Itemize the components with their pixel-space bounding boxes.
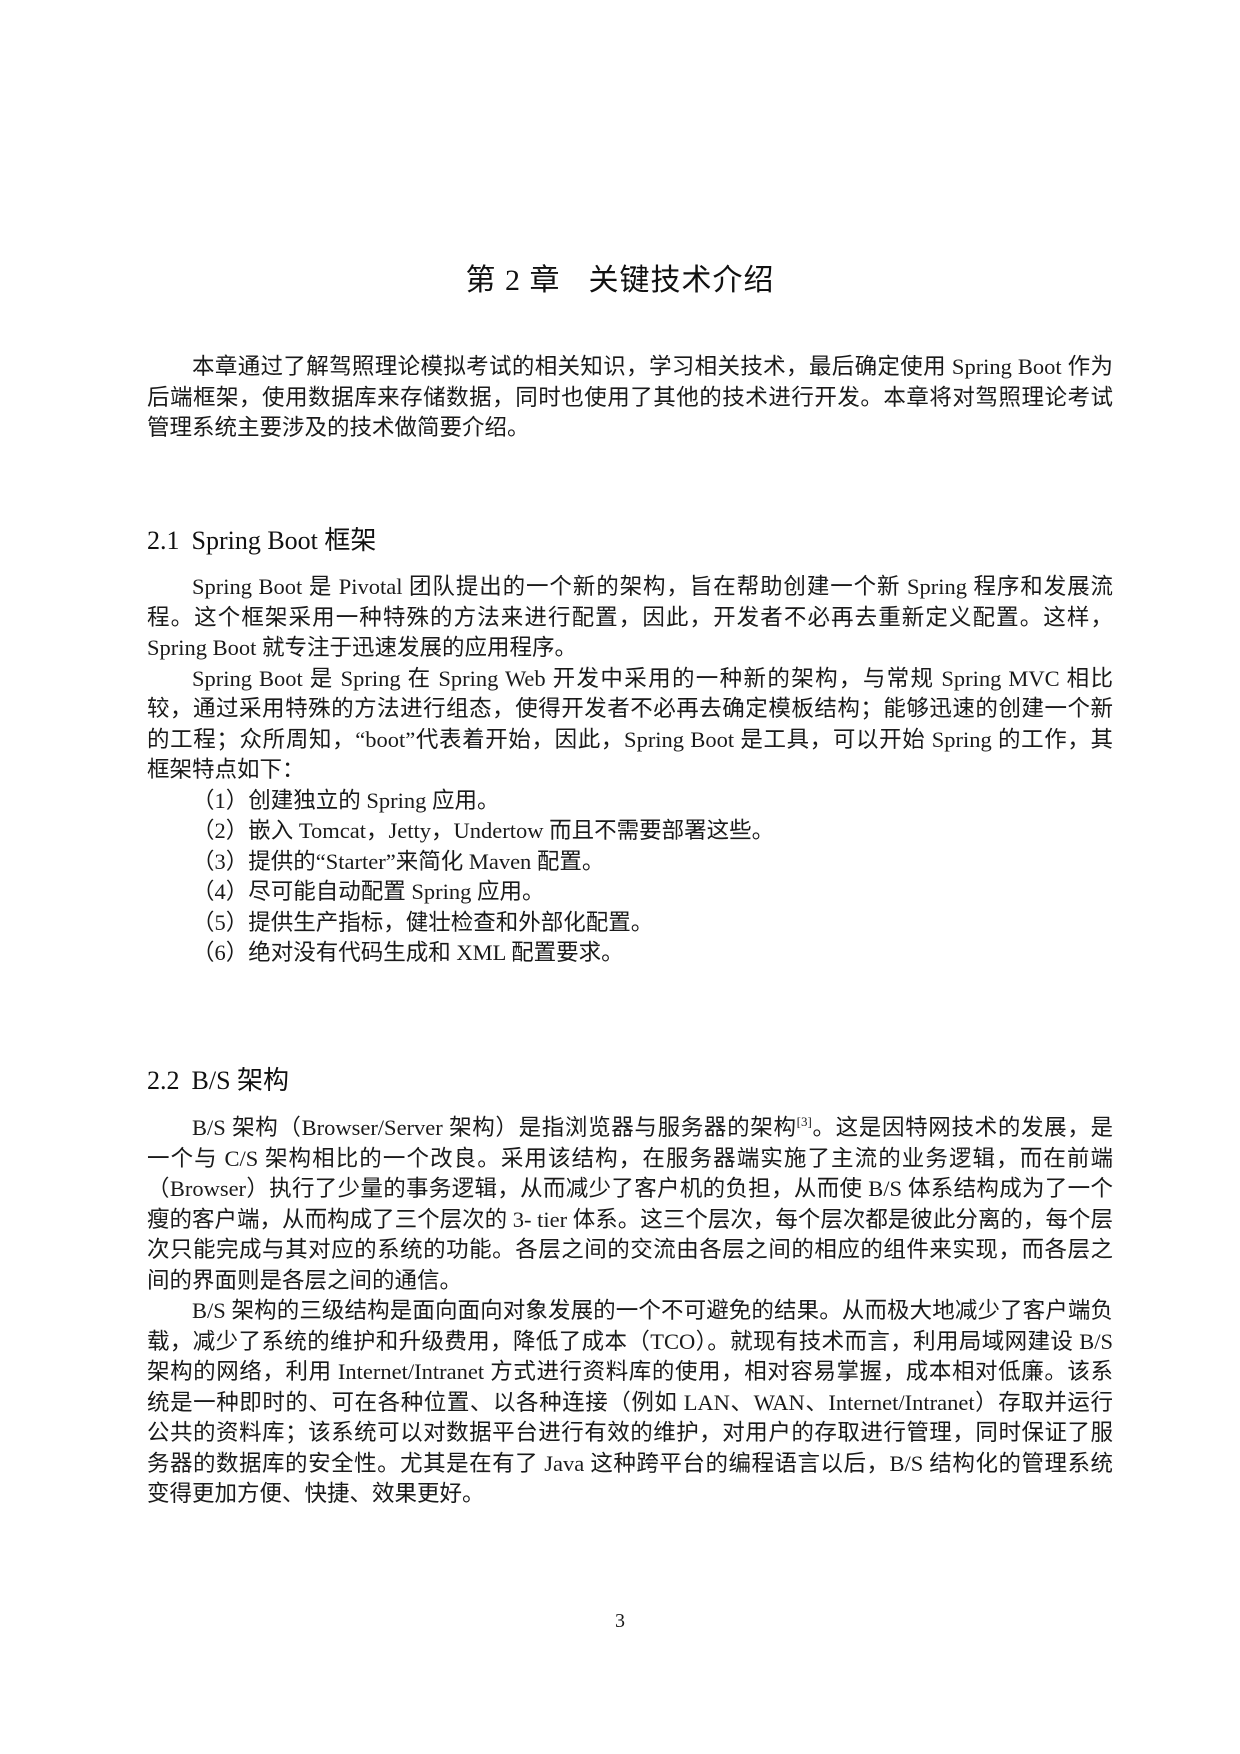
section-2-1-body: Spring Boot 是 Pivotal 团队提出的一个新的架构，旨在帮助创建… <box>147 572 1113 969</box>
body-paragraph: Spring Boot 是 Spring 在 Spring Web 开发中采用的… <box>147 665 1113 783</box>
page-number: 3 <box>615 1610 625 1632</box>
body-paragraph: Spring Boot 是 Pivotal 团队提出的一个新的架构，旨在帮助创建… <box>147 574 1113 660</box>
list-item: （6）绝对没有代码生成和 XML 配置要求。 <box>192 940 624 965</box>
section-2-2-body: B/S 架构（Browser/Server 架构）是指浏览器与服务器的架构[3]… <box>147 1113 1113 1510</box>
list-item: （5）提供生产指标，健壮检查和外部化配置。 <box>192 909 654 935</box>
list-item: （4）尽可能自动配置 Spring 应用。 <box>192 879 545 904</box>
chapter-heading-text: 关键技术介绍 <box>588 264 775 297</box>
section-heading-2-2: 2.2 B/S 架构 <box>147 1060 289 1097</box>
section-title-text: Spring Boot 框架 <box>191 526 377 555</box>
list-item: （3）提供的“Starter”来简化 Maven 配置。 <box>192 848 605 874</box>
intro-paragraph: 本章通过了解驾照理论模拟考试的相关知识，学习相关技术，最后确定使用 Spring… <box>147 354 1113 440</box>
paragraph-text: 。这是因特网技术的发展，是一个与 C/S 架构相比的一个改良。采用该结构，在服务… <box>147 1115 1113 1293</box>
section-title-text: B/S 架构 <box>191 1066 290 1095</box>
section-number: 2.1 <box>147 526 180 555</box>
features-list: （1）创建独立的 Spring 应用。 （2）嵌入 Tomcat，Jetty，U… <box>147 786 1113 969</box>
chapter-title: 第 2 章关键技术介绍 <box>0 255 1240 299</box>
body-paragraph: B/S 架构的三级结构是面向面向对象发展的一个不可避免的结果。从而极大地减少了客… <box>147 1298 1113 1506</box>
chapter-intro: 本章通过了解驾照理论模拟考试的相关知识，学习相关技术，最后确定使用 Spring… <box>147 352 1113 444</box>
list-item: （1）创建独立的 Spring 应用。 <box>192 787 500 813</box>
paragraph-text: B/S 架构（Browser/Server 架构）是指浏览器与服务器的架构 <box>192 1115 797 1140</box>
list-item: （2）嵌入 Tomcat，Jetty，Undertow 而且不需要部署这些。 <box>192 818 775 843</box>
chapter-number: 第 2 章 <box>465 264 561 297</box>
section-heading-2-1: 2.1 Spring Boot 框架 <box>147 520 376 557</box>
body-paragraph: B/S 架构（Browser/Server 架构）是指浏览器与服务器的架构[3]… <box>147 1113 1113 1296</box>
citation-reference: [3] <box>796 1114 812 1129</box>
section-number: 2.2 <box>147 1066 180 1095</box>
